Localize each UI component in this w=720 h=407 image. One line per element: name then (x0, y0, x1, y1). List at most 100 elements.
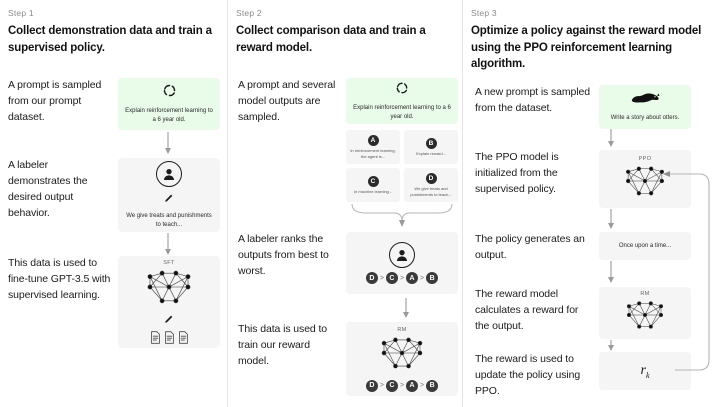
policy-output-card: Once upon a time... (599, 232, 691, 260)
arrow-down-3a (608, 129, 614, 147)
option-badge-b: B (425, 137, 437, 149)
rank-separator: > (399, 382, 405, 389)
rank-2: C (385, 379, 398, 392)
step-1-label: Step 1 (8, 8, 34, 18)
recycle-arrows-icon (395, 81, 409, 100)
arrow-down-1b (165, 233, 171, 255)
neural-network-icon (622, 164, 668, 203)
pencil-icon (164, 190, 174, 208)
labeler-card-step1: We give treats and punishments to teach.… (118, 158, 220, 232)
reward-card: rk (599, 352, 691, 390)
sft-label: SFT (163, 260, 175, 266)
rank-3: A (406, 272, 419, 284)
prompt-card-step2: Explain reinforcement learning to a 6 ye… (346, 78, 458, 124)
step-1-caption-2: A labeler demonstrates the desired outpu… (8, 159, 88, 219)
step-1-column: Step 1 Collect demonstration data and tr… (0, 0, 228, 407)
ranker-card: D > C > A > B (346, 232, 458, 294)
merge-brace-icon (351, 203, 453, 227)
option-text-b: Explain reward... (416, 150, 446, 156)
labeler-demo-text: We give treats and punishments to teach.… (126, 212, 212, 228)
neural-network-icon (377, 335, 427, 376)
arrow-down-3c (608, 261, 614, 283)
arrow-down-1a (165, 132, 171, 154)
step-1-title: Collect demonstration data and train a s… (8, 25, 212, 54)
pencil-icon (164, 311, 174, 329)
step-3-caption-2: The PPO model is initialized from the su… (475, 151, 559, 195)
prompt-card-text: Explain reinforcement learning to a 6 ye… (353, 104, 451, 120)
step-2-row-2: A labeler ranks the outputs from best to… (228, 232, 463, 294)
step-3-row-2: The PPO model is initialized from the su… (463, 150, 720, 208)
output-option-d: D We give treats and punishments to teac… (404, 168, 458, 202)
step-2-title: Collect comparison data and train a rewa… (236, 25, 426, 54)
rank-4: B (426, 379, 439, 392)
rank-2: C (385, 272, 398, 284)
option-text-d: We give treats and punishments to teach.… (410, 185, 452, 197)
output-option-b: B Explain reward... (404, 130, 458, 164)
prompt-card-text: Explain reinforcement learning to a 6 ye… (125, 108, 213, 123)
step-3-column: Step 3 Optimize a policy against the rew… (463, 0, 720, 407)
option-text-a: In reinforcement learning, the agent is.… (350, 147, 396, 159)
person-icon (156, 160, 182, 187)
column-divider-2 (462, 0, 463, 407)
step-2-label: Step 2 (236, 8, 262, 18)
step-2-caption-3: This data is used to train our reward mo… (238, 323, 328, 367)
rank-1: D (365, 272, 378, 284)
option-badge-a: A (367, 134, 379, 146)
documents-icon (150, 331, 189, 344)
step-2-column: Step 2 Collect comparison data and train… (228, 0, 463, 407)
step-3-caption-4: The reward model calculates a reward for… (475, 288, 579, 332)
neural-network-icon (143, 268, 195, 311)
ppo-model-card: PPO (599, 150, 691, 208)
person-icon (389, 242, 415, 268)
rank-1: D (365, 379, 378, 392)
step-3-label: Step 3 (471, 8, 497, 18)
option-text-c: In machine learning... (353, 188, 393, 194)
step-3-title: Optimize a policy against the reward mod… (471, 25, 702, 71)
step-3-caption-5: The reward is used to update the policy … (475, 353, 581, 397)
rm-model-card-step2: RM D > C > A > B (346, 322, 458, 396)
recycle-arrows-icon (162, 83, 177, 103)
model-outputs-grid: A In reinforcement learning, the agent i… (346, 130, 458, 202)
rank-separator: > (379, 382, 384, 389)
arrow-down-2a (403, 298, 409, 318)
arrow-down-3d (608, 340, 614, 351)
prompt-card-text: Write a story about otters. (610, 115, 680, 121)
prompt-card-step3: Write a story about otters. (599, 85, 691, 129)
column-divider-1 (227, 0, 228, 407)
rm-label: RM (640, 290, 650, 297)
step-2-row-1: A prompt and several model outputs are s… (228, 78, 463, 228)
option-badge-d: D (425, 172, 437, 184)
prompt-card-step1: Explain reinforcement learning to a 6 ye… (118, 78, 220, 130)
step-2-caption-2: A labeler ranks the outputs from best to… (238, 233, 329, 277)
rm-model-card-step3: RM (599, 287, 691, 339)
step-1-caption-3: This data is used to fine-tune GPT-3.5 w… (8, 257, 111, 301)
otter-icon (630, 91, 660, 110)
ranking-row-rm: D > C > A > B (365, 379, 439, 392)
step-1-row-1: A prompt is sampled from our prompt data… (0, 78, 228, 130)
rank-separator: > (379, 274, 384, 282)
ranking-row-labeler: D > C > A > B (365, 272, 439, 284)
step-2-row-3: This data is used to train our reward mo… (228, 322, 463, 396)
rank-3: A (406, 379, 419, 392)
sft-model-card: SFT (118, 256, 220, 348)
step-1-row-3: This data is used to fine-tune GPT-3.5 w… (0, 256, 228, 348)
policy-output-text: Once upon a time... (618, 242, 672, 249)
step-3-row-3: The policy generates an output. Once upo… (463, 232, 720, 264)
rank-separator: > (420, 382, 425, 389)
step-3-row-4: The reward model calculates a reward for… (463, 287, 720, 339)
rank-separator: > (399, 274, 405, 282)
rank-4: B (426, 272, 439, 284)
step-1-row-2: A labeler demonstrates the desired outpu… (0, 158, 228, 232)
output-option-a: A In reinforcement learning, the agent i… (346, 130, 400, 164)
reward-symbol: rk (640, 362, 650, 380)
neural-network-icon (623, 299, 667, 336)
feedback-arrow (663, 171, 710, 371)
output-option-c: C In machine learning... (346, 168, 400, 202)
step-3-caption-3: The policy generates an output. (475, 233, 585, 261)
step-3-caption-1: A new prompt is sampled from the dataset… (475, 86, 591, 114)
step-2-caption-1: A prompt and several model outputs are s… (238, 79, 336, 123)
rm-label: RM (397, 326, 407, 333)
arrow-down-3b (608, 209, 614, 229)
ppo-label: PPO (638, 155, 652, 162)
